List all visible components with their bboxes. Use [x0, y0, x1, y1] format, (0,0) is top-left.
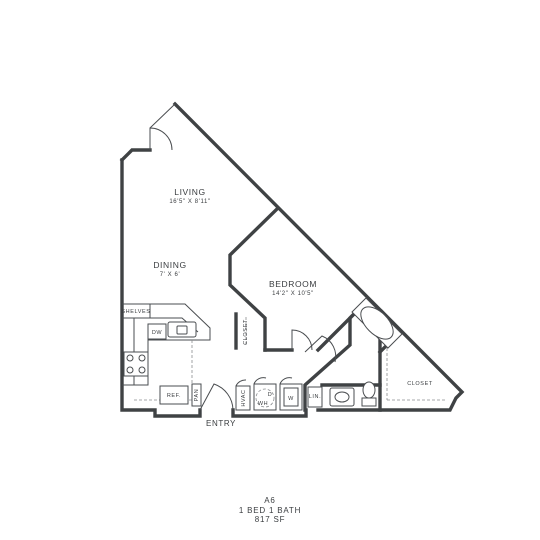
shelves-label: SHELVES [121, 309, 150, 315]
exterior-walls [119, 101, 465, 418]
closet-bath-label: CLOSET [407, 381, 433, 387]
kitchen [122, 303, 211, 407]
closet-bedroom-label: CLOSET [243, 319, 249, 345]
bath-door-swing [304, 335, 337, 363]
w-label: W [288, 396, 294, 402]
lin-label: LIN. [309, 394, 322, 400]
stove-icon [123, 351, 149, 377]
pan-label: PAN [194, 389, 200, 402]
unit-beds-baths: 1 BED 1 BATH [238, 505, 302, 515]
dishwasher-icon [147, 323, 167, 340]
ref-label: REF. [167, 393, 181, 399]
pantry-icon [191, 383, 202, 407]
d-label: D [268, 392, 273, 398]
entry-door-swing [199, 383, 234, 411]
unit-area: 817 SF [254, 515, 286, 524]
unit-name: A6 [264, 496, 276, 505]
utility [235, 377, 303, 411]
bath-fixtures [307, 297, 403, 408]
hvac-label: HVAC [241, 389, 247, 406]
living-dims: 16'5" X 8'11" [169, 199, 210, 205]
bedroom-dims: 14'2" X 10'5" [272, 291, 314, 297]
entry-label: ENTRY [206, 419, 236, 428]
bedroom-door-swing [291, 329, 313, 351]
wh-label: WH [258, 401, 268, 407]
living-door-swing [149, 103, 176, 151]
dw-label: DW [152, 330, 163, 336]
refrigerator-icon [159, 385, 189, 405]
toilet-icon [361, 381, 377, 407]
hvac-icon [235, 385, 251, 411]
dining-dims: 7' X 6' [160, 272, 181, 278]
unit-caption: A6 1 BED 1 BATH 817 SF [0, 496, 540, 525]
bedroom-label: BEDROOM [269, 279, 317, 289]
dining-label: DINING [153, 260, 186, 270]
living-label: LIVING [174, 187, 205, 197]
